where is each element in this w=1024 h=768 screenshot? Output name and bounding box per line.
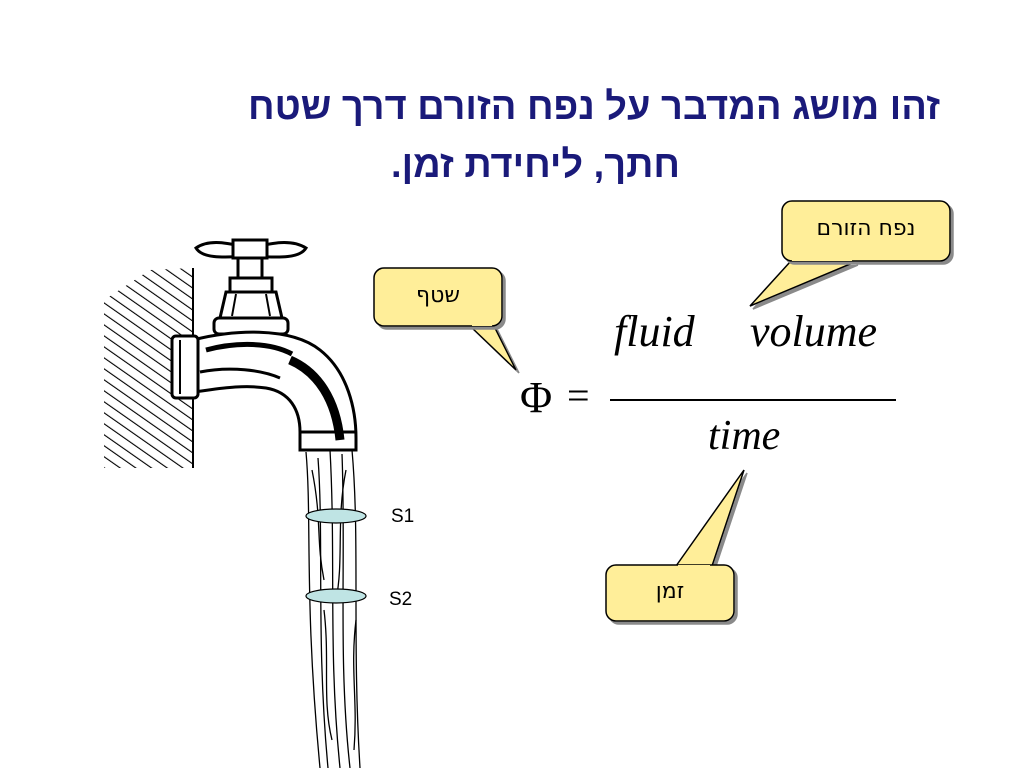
formula-equals: = [567, 373, 590, 418]
callout-time [605, 469, 745, 622]
formula-numerator-word1: fluid [614, 307, 695, 356]
section-label-s1: S1 [391, 506, 415, 527]
wall-hatching [104, 268, 193, 468]
page-title: זהו מושג המדבר על נפח הזורם דרך שטח חתך,… [60, 78, 940, 194]
callout-fluid-volume [749, 200, 951, 307]
callout-time-label: זמן [655, 579, 685, 604]
cross-section-s1 [305, 508, 367, 524]
formula-denominator: time [708, 413, 781, 459]
faucet-handle [193, 238, 309, 280]
title-line-1: זהו מושג המדבר על נפח הזורם דרך שטח [248, 86, 940, 128]
formula-symbol: Φ [520, 373, 553, 422]
formula-numerator-word2: volume [750, 307, 878, 356]
faucet-icon [104, 238, 358, 468]
section-label-s2: S2 [389, 589, 413, 610]
faucet-valve [212, 276, 290, 336]
title-line-2: חתך, ליחידת זמן. [391, 144, 680, 186]
cross-section-s2 [305, 588, 367, 604]
water-stream [305, 449, 361, 768]
callout-area [373, 267, 517, 371]
callout-area-label: שטף [416, 283, 460, 308]
callout-fluid-volume-label: נפח הזורם [816, 216, 916, 241]
